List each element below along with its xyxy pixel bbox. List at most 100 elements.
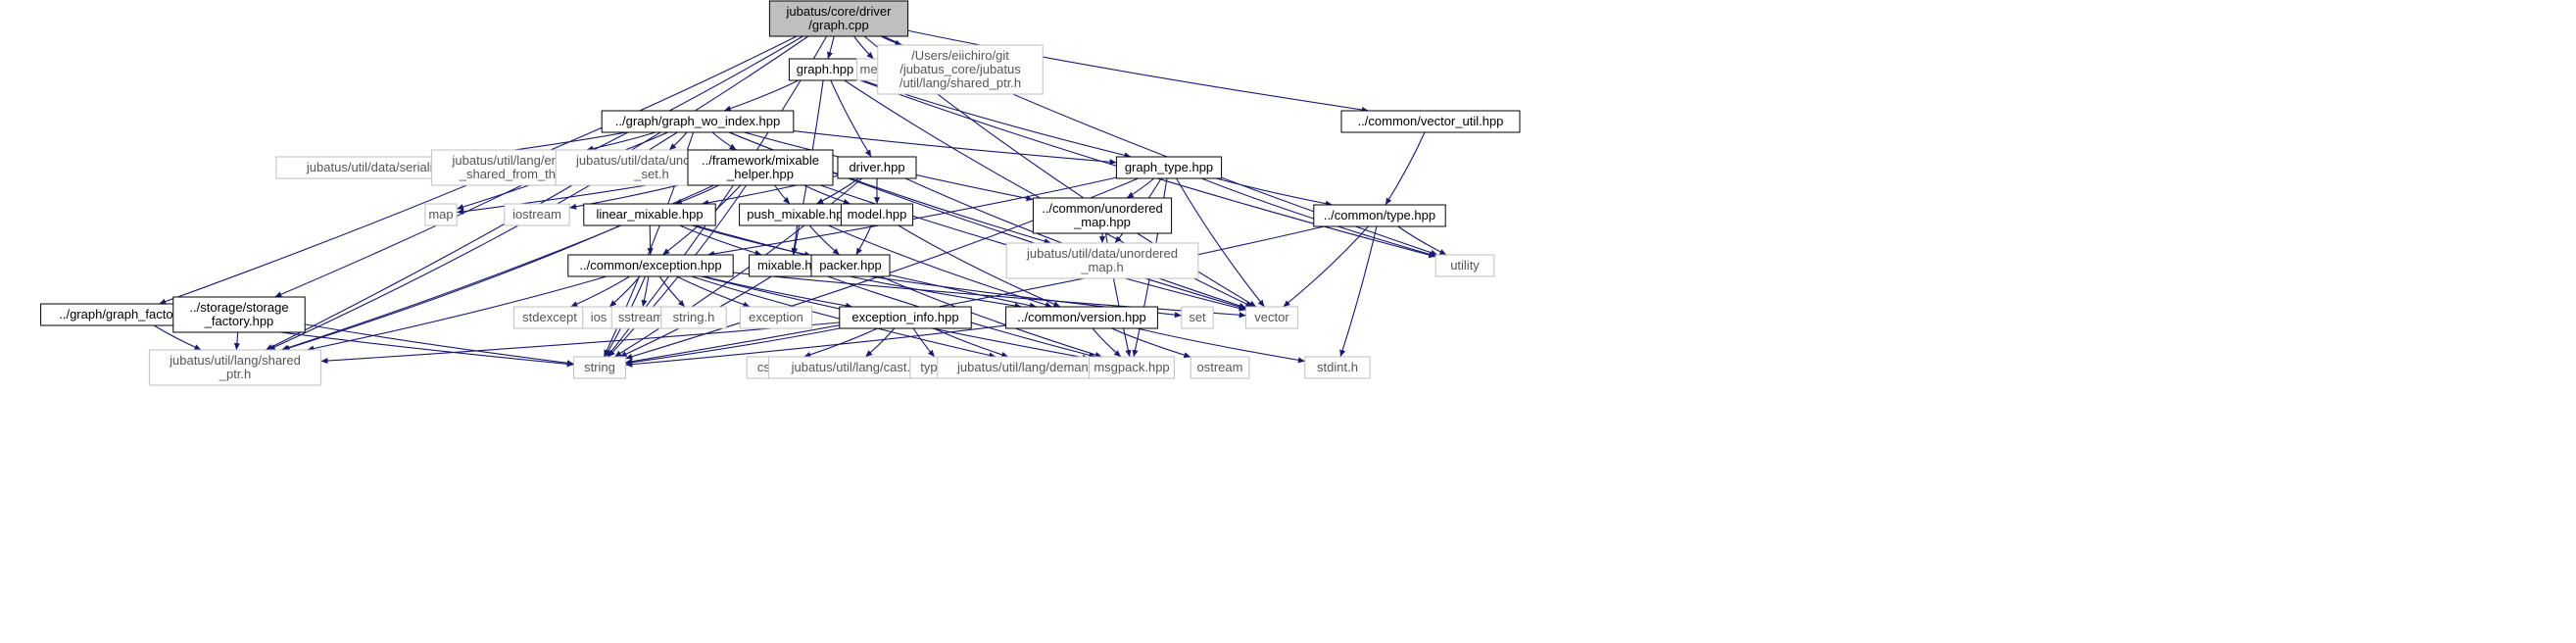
- node-label: /Users/eiichiro/git: [911, 48, 1009, 63]
- node-label: /jubatus_core/jubatus: [899, 62, 1021, 76]
- node-box: [1005, 306, 1158, 329]
- node-root[interactable]: jubatus/core/driver/graph.cpp: [768, 0, 909, 37]
- node-users-shared-ptr: /Users/eiichiro/git/jubatus_core/jubatus…: [877, 44, 1044, 95]
- node-graph-wo-index[interactable]: ../graph/graph_wo_index.hpp: [601, 110, 795, 133]
- node-box: [1434, 254, 1495, 277]
- node-label: set: [1189, 310, 1206, 324]
- edge-common-type-to-vector: [1283, 225, 1369, 308]
- edge-graph-type-to-common-unordered-map: [1126, 177, 1155, 199]
- node-label: ../framework/mixable: [702, 153, 819, 168]
- node-label: ../common/exception.hpp: [579, 258, 721, 272]
- node-common-version[interactable]: ../common/version.hpp: [1005, 306, 1158, 329]
- node-common-exception[interactable]: ../common/exception.hpp: [567, 254, 734, 277]
- edge-root-to-memory: [853, 35, 874, 60]
- node-label: /graph.cpp: [808, 18, 868, 32]
- node-label: packer.hpp: [819, 258, 882, 272]
- node-msgpack: msgpack.hpp: [1089, 356, 1175, 379]
- node-string: string: [573, 356, 626, 379]
- edge-graph-wo-index-to-unordered-set: [668, 131, 688, 151]
- edge-common-version-to-string: [625, 324, 1006, 368]
- node-box: [1245, 306, 1298, 329]
- node-label: exception_info.hpp: [851, 310, 958, 324]
- node-label: vector: [1254, 310, 1289, 324]
- node-stdexcept: stdexcept: [512, 306, 587, 329]
- node-label: jubatus/util/lang/cast.h: [791, 360, 918, 374]
- node-box: [877, 44, 1044, 95]
- node-box: [1190, 356, 1250, 379]
- node-label: ../common/type.hpp: [1324, 208, 1435, 223]
- node-graph-type[interactable]: graph_type.hpp: [1115, 156, 1223, 179]
- edge-common-exception-to-demangle: [691, 275, 996, 359]
- node-exception-info[interactable]: exception_info.hpp: [839, 306, 972, 329]
- node-box: [1181, 306, 1214, 329]
- node-common-type[interactable]: ../common/type.hpp: [1313, 204, 1446, 227]
- node-box: [739, 306, 813, 329]
- edge-model-hpp-to-common-version: [898, 224, 1061, 308]
- node-map: map: [424, 203, 458, 226]
- node-label: iostream: [512, 207, 561, 222]
- node-label: /util/lang/shared_ptr.h: [899, 75, 1021, 90]
- node-box: [1089, 356, 1175, 379]
- nodes-layer: jubatus/core/driver/graph.cppgraph.hppme…: [40, 0, 1521, 386]
- edge-common-version-to-msgpack: [1092, 327, 1122, 358]
- node-label: _map.h: [1080, 260, 1123, 274]
- node-label: _set.h: [633, 167, 668, 181]
- node-driver-hpp[interactable]: driver.hpp: [837, 156, 917, 179]
- node-linear-mixable[interactable]: linear_mixable.hpp: [583, 203, 716, 226]
- node-push-mixable[interactable]: push_mixable.hpp: [739, 203, 858, 226]
- edge-exception-info-to-demangle: [933, 327, 1009, 358]
- node-common-unordered-map[interactable]: ../common/unordered_map.hpp: [1032, 197, 1173, 234]
- edge-linear-mixable-to-mixable-hpp: [679, 224, 762, 256]
- edge-common-exception-to-stdexcept: [570, 275, 630, 308]
- node-label: linear_mixable.hpp: [596, 207, 703, 222]
- edge-common-exception-to-string-h: [658, 275, 686, 308]
- node-label: driver.hpp: [849, 160, 904, 174]
- node-label: jubatus/util/lang/demangle.h: [956, 360, 1116, 374]
- node-label: string.h: [673, 310, 715, 324]
- edge-graph-wo-index-to-mixable-helper: [711, 131, 737, 151]
- node-box: [424, 203, 458, 226]
- node-box: [573, 356, 626, 379]
- edge-graph-type-to-vector: [1176, 177, 1265, 308]
- node-box: [810, 254, 891, 277]
- node-exception: exception: [739, 306, 813, 329]
- node-label: _shared_from_this.h: [459, 167, 576, 181]
- node-util-unordered-map: jubatus/util/data/unordered_map.h: [1005, 242, 1199, 279]
- node-util-shared-ptr: jubatus/util/lang/shared_ptr.h: [148, 349, 322, 386]
- edge-packer-to-msgpack: [880, 275, 1102, 358]
- node-box: [837, 156, 917, 179]
- node-box: [1340, 110, 1521, 133]
- node-vector-util[interactable]: ../common/vector_util.hpp: [1340, 110, 1521, 133]
- node-ios: ios: [582, 306, 615, 329]
- node-model-hpp[interactable]: model.hpp: [840, 203, 914, 226]
- edge-linear-mixable-to-util-shared-ptr: [282, 224, 621, 351]
- node-mixable-helper[interactable]: ../framework/mixable_helper.hpp: [687, 149, 834, 186]
- edge-root-to-util-shared-ptr: [265, 35, 809, 351]
- node-label: jubatus/core/driver: [786, 4, 893, 19]
- node-box: [839, 306, 972, 329]
- node-box: [687, 149, 834, 186]
- node-string-h: string.h: [660, 306, 727, 329]
- edge-common-exception-to-exception-info: [703, 275, 853, 309]
- edge-common-exception-to-ios: [608, 275, 641, 308]
- node-stdint: stdint.h: [1304, 356, 1371, 379]
- node-packer[interactable]: packer.hpp: [810, 254, 891, 277]
- edge-exception-info-to-typeinfo: [912, 327, 936, 358]
- edge-common-type-to-utility: [1397, 225, 1447, 256]
- node-storage-factory[interactable]: ../storage/storage_factory.hpp: [172, 296, 306, 333]
- node-box: [1304, 356, 1371, 379]
- node-label: ../graph/graph_wo_index.hpp: [615, 114, 780, 128]
- edge-graph-wo-index-to-graph-type: [793, 130, 1117, 166]
- node-iostream: iostream: [504, 203, 570, 226]
- node-label: _factory.hpp: [204, 314, 274, 328]
- node-utility: utility: [1434, 254, 1495, 277]
- edge-driver-hpp-to-string: [613, 177, 863, 358]
- node-label: graph.hpp: [797, 62, 854, 76]
- node-graph-hpp[interactable]: graph.hpp: [788, 58, 862, 81]
- edge-graph-hpp-to-graph-wo-index: [723, 79, 800, 112]
- edge-graph-type-to-common-exception: [707, 176, 1117, 257]
- edge-vector-util-to-common-type: [1385, 131, 1426, 206]
- node-label: _ptr.h: [219, 367, 252, 381]
- node-cast-h: jubatus/util/lang/cast.h: [767, 356, 942, 379]
- edge-common-version-to-ostream: [1111, 327, 1191, 359]
